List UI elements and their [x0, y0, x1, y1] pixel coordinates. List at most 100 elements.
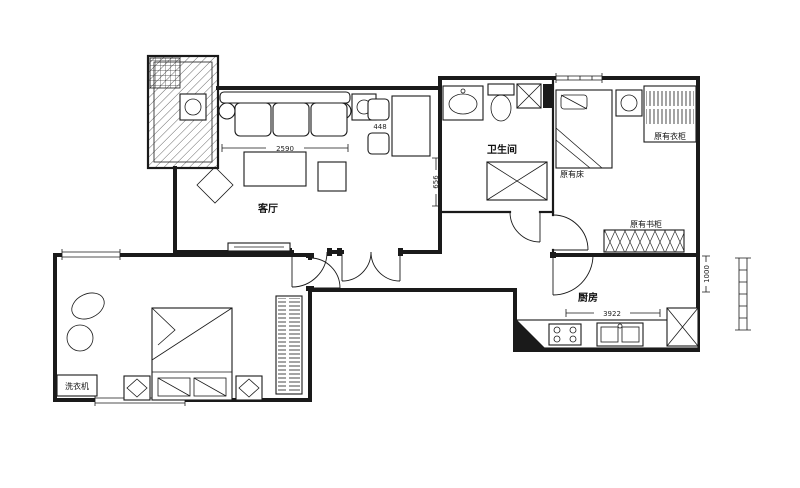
nightstand-master	[615, 89, 643, 117]
sofa-back	[219, 91, 351, 104]
wardrobe-label: 原有衣柜	[654, 131, 686, 141]
sofa-cushion	[272, 102, 310, 137]
washing-machine-label: 洗衣机	[65, 381, 89, 391]
stove	[548, 323, 582, 346]
stove-burner	[553, 335, 561, 343]
sofa-cushion	[234, 102, 272, 137]
sink-faucet	[460, 88, 466, 94]
kitchen-faucet	[617, 323, 623, 329]
kitchen-sink-basin	[621, 326, 640, 343]
kitchen: 厨房 3922	[516, 291, 699, 349]
bookcase-label: 原有书柜	[630, 219, 662, 229]
window-bedroom1-top	[555, 73, 603, 83]
sofa-cushion	[310, 102, 348, 137]
dining-chair	[367, 98, 390, 121]
entry-door-left	[341, 251, 372, 282]
door-jamb-block	[327, 248, 332, 256]
living-room: 客厅 2590 448 656	[196, 91, 440, 252]
stove-burner	[553, 326, 561, 334]
bed-master-blanket-fold	[555, 94, 603, 169]
kitchen-corner-cabinet	[517, 320, 545, 348]
washing-machine-box: 洗衣机	[56, 374, 98, 397]
door-jamb-block	[398, 248, 403, 256]
bathroom: 卫生间	[442, 83, 553, 201]
balcony-grid-block	[149, 57, 181, 89]
dimension-living-wall: 656	[432, 157, 440, 207]
door-jamb-block	[337, 248, 342, 256]
washing-machine-outline	[56, 374, 98, 397]
window-bedroom2-top	[61, 249, 121, 260]
lounge-chair	[71, 292, 105, 320]
walls	[53, 76, 700, 402]
dimension-entry-text: 1000	[703, 265, 711, 283]
sofa-armrest-left	[218, 102, 236, 120]
floor-square	[317, 161, 347, 192]
window-knockout	[556, 74, 602, 82]
window-knockout	[62, 250, 120, 260]
kitchen-door	[552, 254, 594, 296]
dimension-sofa: 2590	[221, 144, 349, 153]
balcony-inner-border	[153, 61, 213, 163]
bed-label: 原有床	[560, 169, 584, 179]
doors	[291, 211, 594, 296]
radiator-rungs	[739, 269, 747, 319]
dining-chair	[367, 132, 390, 155]
bed-master	[555, 89, 613, 169]
bed-second	[151, 307, 233, 401]
door-jamb-block	[287, 248, 292, 256]
bedroom1-door	[552, 214, 589, 251]
fridge-cross	[666, 307, 699, 347]
balcony	[146, 54, 220, 170]
balcony-plant-pot	[179, 93, 207, 121]
bed-master-pillow	[560, 94, 588, 110]
toilet-tank	[487, 83, 515, 96]
radiator	[735, 257, 751, 331]
bed-second-pillow-fold	[157, 377, 191, 397]
bedroom-second: 洗衣机	[56, 292, 303, 401]
bedroom-master: 原有衣柜 原有床 原有书柜	[555, 85, 697, 253]
dimension-sofa-text: 2590	[276, 145, 294, 153]
bathroom-label: 卫生间	[487, 143, 517, 156]
sink-basin	[448, 93, 478, 115]
bed-second-pillow	[193, 377, 227, 397]
water-heater-block	[543, 84, 553, 108]
washer-unit-cross	[516, 83, 542, 109]
dining-set	[367, 95, 431, 157]
dimension-living-wall-text: 656	[432, 175, 440, 189]
entry-door-right	[370, 251, 401, 282]
rug-diamond	[196, 166, 234, 204]
living-left-wall	[173, 166, 294, 254]
nightstand-second	[235, 375, 263, 401]
dining-table	[391, 95, 431, 157]
door-jamb-block	[306, 286, 314, 291]
nightstand-lamp	[620, 94, 638, 112]
nightstand-second-deco	[238, 378, 260, 398]
toilet-bowl	[490, 94, 512, 122]
kitchen-label: 厨房	[578, 291, 598, 304]
nightstand-second	[123, 375, 151, 401]
dimension-entry: 1000	[702, 255, 711, 293]
bed-second-pillow-fold	[193, 377, 227, 397]
stove-burner	[569, 326, 577, 334]
living-room-door	[291, 251, 328, 288]
bedroom2-door	[309, 257, 341, 289]
dimension-kitchen: 3922	[565, 309, 661, 318]
balcony-plant-icon	[184, 98, 202, 116]
coffee-table	[243, 151, 307, 187]
kitchen-sink	[596, 322, 644, 347]
wardrobe-second-hangers	[278, 298, 300, 392]
kitchen-sink-basin	[600, 326, 619, 343]
nightstand-second-deco	[126, 378, 148, 398]
round-table	[66, 324, 94, 352]
door-jamb-block	[306, 253, 314, 258]
stove-burner	[569, 335, 577, 343]
bed-second-blanket	[151, 307, 233, 373]
wardrobe-master-hangers	[646, 90, 694, 126]
shower-tray-cross	[486, 161, 548, 201]
bathroom-door	[509, 211, 541, 243]
living-room-label: 客厅	[257, 202, 278, 215]
bookcase	[603, 229, 685, 253]
bed-second-pillow	[157, 377, 191, 397]
